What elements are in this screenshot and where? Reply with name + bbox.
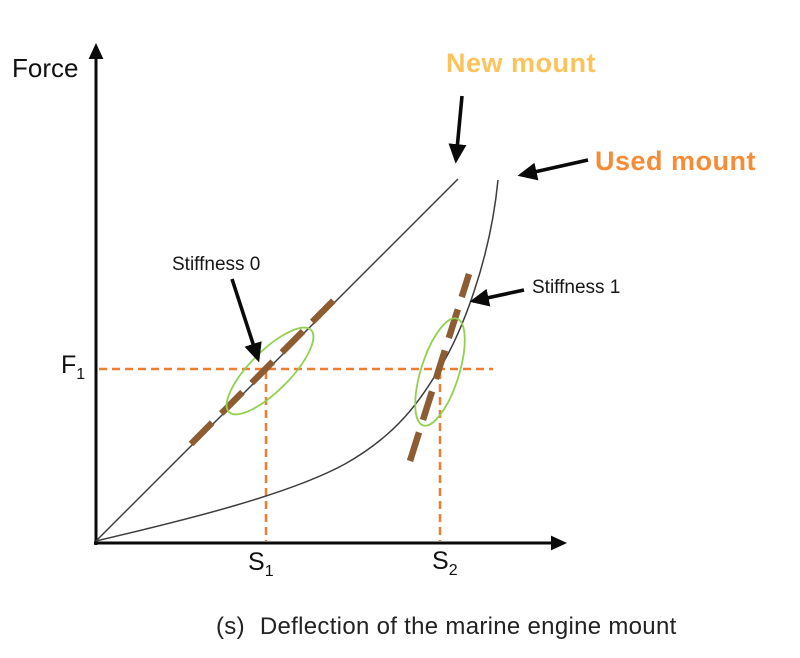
s1-tick-label: S1: [248, 548, 274, 581]
stiffness1-arrow-icon: [469, 288, 525, 307]
new-mount-arrow-icon: [448, 95, 467, 164]
stiffness0-tangent: [188, 294, 340, 447]
used-mount-arrow-icon: [517, 158, 589, 181]
x-axis-caption: (s) Deflection of the marine engine mount: [216, 613, 677, 640]
stiffness0-arrow-icon: [230, 278, 262, 363]
f1-tick-label: F1: [61, 351, 86, 384]
used-mount-curve: [95, 179, 499, 542]
new-mount-curve: [95, 178, 459, 542]
caption-text: Deflection of the marine engine mount: [259, 613, 677, 640]
new-mount-label: New mount: [446, 48, 596, 78]
s2-sub: 2: [448, 562, 458, 579]
stiffness1-label: Stiffness 1: [532, 277, 621, 298]
used-mount-label: Used mount: [595, 146, 757, 176]
stiffness1-ellipse: [414, 317, 466, 427]
stiffness1-tangent: [406, 273, 473, 462]
y-axis-label: Force: [12, 53, 79, 83]
s1-base: S: [248, 548, 265, 576]
s2-tick-label: S2: [432, 547, 458, 580]
caption-prefix: (s): [216, 613, 245, 640]
stiffness0-label: Stiffness 0: [172, 254, 261, 275]
s2-base: S: [432, 547, 449, 575]
f1-base: F: [61, 351, 77, 379]
stiffness0-ellipse: [225, 326, 315, 416]
s1-sub: 1: [264, 563, 274, 580]
f1-sub: 1: [76, 366, 86, 383]
